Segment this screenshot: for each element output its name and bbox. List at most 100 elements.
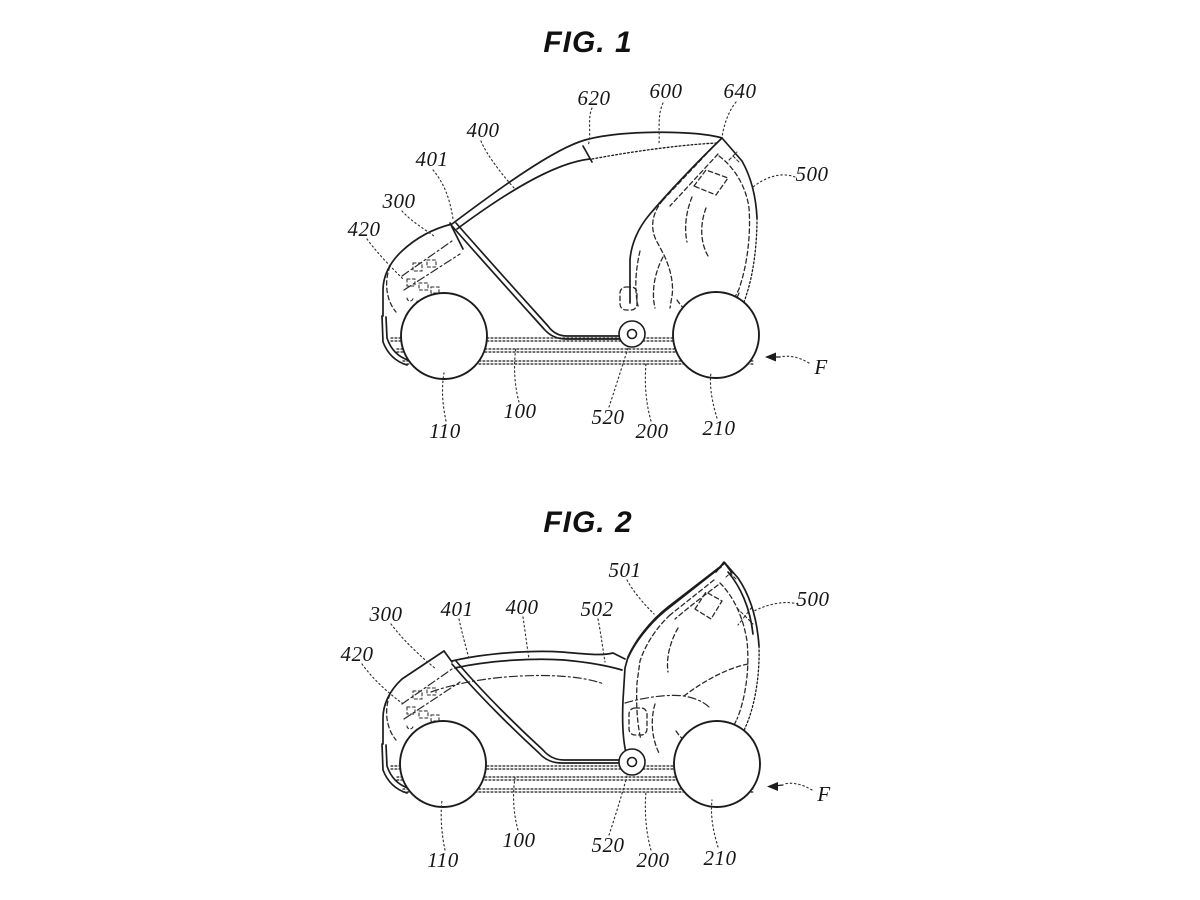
fig2-door-front-dashed — [635, 614, 671, 741]
fig2-leader-210 — [710, 799, 719, 848]
fig2-leader-100 — [513, 777, 519, 831]
fig1-ref-100: 100 — [504, 399, 537, 423]
fig1-door-front-edge — [652, 199, 674, 309]
fig2-leader-F — [783, 782, 813, 791]
fig1-front-flap-inner — [385, 316, 409, 361]
fig1-rear-top-edge — [721, 137, 758, 219]
fig2-door-front-inner — [627, 566, 722, 659]
fig2-door-inner-edge-1 — [669, 579, 715, 616]
fig1-ref-640: 640 — [724, 79, 757, 103]
fig2-leader-200 — [644, 790, 652, 851]
fig1-door-hinge-marks — [728, 151, 741, 164]
fig1-leader-110 — [441, 372, 447, 422]
fig1-refs: 620 600 640 400 401 300 420 500 110 100 … — [348, 79, 829, 443]
fig2-ref-300: 300 — [369, 602, 403, 626]
fig2-windshield-line-1 — [451, 663, 621, 764]
fig2-leader-502 — [597, 618, 606, 663]
fig2-folded-roof-arc-2 — [454, 658, 623, 671]
fig2-refs: 501 502 400 401 300 420 500 110 100 520 … — [341, 558, 831, 872]
fig2-door-rear-edge — [724, 562, 760, 647]
fig1-leader-F — [779, 355, 810, 364]
fig1-front-inner-arc — [385, 265, 397, 313]
fig1-leader-210 — [709, 371, 718, 419]
fig2-leader-300 — [390, 623, 437, 670]
fig1-dashdot-line-upper — [401, 240, 453, 277]
fig1-leader-620 — [587, 107, 593, 147]
fig2-door-inner-line — [666, 627, 679, 673]
fig2-ref-400: 400 — [506, 595, 539, 619]
fig2-ref-100: 100 — [503, 828, 536, 852]
fig1-leader-600 — [658, 102, 664, 144]
fig2-body — [381, 561, 760, 794]
fig2-dashdot-line-lower — [403, 681, 461, 720]
fig1-leader-400 — [480, 140, 516, 190]
fig2-door-rear-dashed — [719, 582, 749, 720]
fig1-ref-620: 620 — [578, 86, 611, 110]
fig1-front-wheel — [400, 292, 488, 380]
fig1-rear-wheel — [672, 291, 760, 379]
fig2-door-rear-inner — [727, 571, 754, 635]
fig1-ref-500: 500 — [796, 162, 829, 186]
fig2-ref-501: 501 — [609, 558, 642, 582]
fig2-ref-500: 500 — [797, 587, 830, 611]
fig2-armrest-line — [624, 694, 710, 708]
fig2-ref-210: 210 — [704, 846, 737, 870]
fig2-leader-520 — [608, 775, 628, 836]
fig1-door-mid-curve — [701, 207, 709, 257]
fig1-dashdot-line-lower — [403, 253, 461, 291]
fig2-leader-500 — [753, 601, 799, 612]
fig2-leader-401 — [458, 618, 470, 660]
fig1-ref-210: 210 — [703, 416, 736, 440]
fig1-ref-200: 200 — [636, 419, 669, 443]
fig2-leaders — [361, 579, 813, 851]
fig1-ref-401: 401 — [416, 147, 449, 171]
fig2-door-apex-notch — [715, 561, 733, 574]
fig2-ref-520: 520 — [592, 833, 625, 857]
fig2-fender-curve-a — [651, 703, 661, 756]
fig1-leader-401 — [432, 169, 454, 220]
fig1: FIG. 1 — [348, 26, 829, 443]
fig2-leader-501 — [626, 579, 655, 615]
fig2-title: FIG. 2 — [543, 506, 632, 539]
fig1-rear-pillar — [629, 138, 722, 304]
fig1-door-top-edge-2 — [669, 153, 719, 207]
fig1-windshield-line-2 — [455, 222, 620, 337]
fig2-leader-110 — [440, 799, 446, 851]
fig2-folded-roof-dashdot — [430, 674, 605, 693]
fig1-inner-roof-front — [456, 158, 591, 230]
fig1-door-pocket — [619, 286, 638, 311]
fig1-door-rear-edge — [718, 155, 751, 302]
fig2-door-pocket — [628, 707, 648, 736]
fig1-leader-640 — [721, 101, 737, 138]
fig1-ref-520: 520 — [592, 405, 625, 429]
fig1-leader-300 — [401, 210, 435, 237]
fig1-leaders — [366, 101, 810, 422]
fig2-front-outline — [382, 650, 445, 745]
fig1-ref-300: 300 — [382, 189, 416, 213]
fig1-door-pivot-inner — [626, 328, 638, 340]
fig2: FIG. 2 — [341, 506, 831, 872]
fig1-door-window — [693, 169, 729, 196]
fig2-leader-420 — [361, 663, 403, 704]
fig2-windshield-line-2 — [455, 660, 621, 761]
fig1-leader-100 — [514, 346, 520, 403]
fig2-hood-step — [443, 650, 453, 663]
fig2-leader-400 — [522, 616, 530, 660]
fig2-ref-420: 420 — [341, 642, 374, 666]
fig1-ref-400: 400 — [467, 118, 500, 142]
fig2-ref-110: 110 — [427, 848, 458, 872]
fig2-direction-arrow-icon — [767, 782, 778, 791]
fig2-ref-401: 401 — [441, 597, 474, 621]
fig2-door-window — [694, 591, 723, 620]
fig2-front-flap-inner — [385, 744, 409, 789]
fig2-door-inner-edge-2 — [674, 584, 719, 620]
fig1-body-outline — [382, 131, 723, 317]
fig1-leader-420 — [366, 238, 404, 280]
fig1-fender-curve-a — [652, 256, 664, 309]
fig2-ref-F: F — [816, 782, 830, 806]
fig1-ref-F: F — [813, 355, 827, 379]
fig1-inner-roof-rear — [591, 142, 719, 160]
fig1-leader-520 — [608, 347, 629, 408]
